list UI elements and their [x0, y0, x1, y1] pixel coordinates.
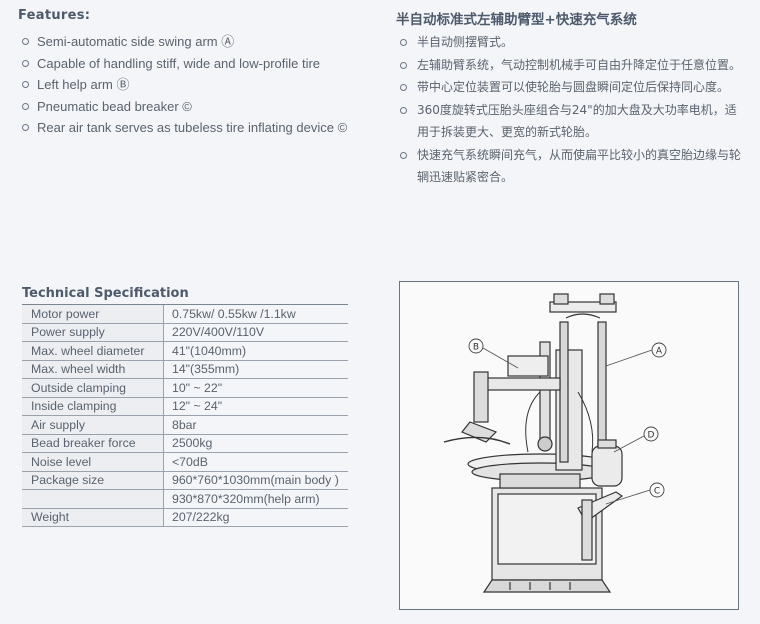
spec-value: 8bar [163, 415, 348, 435]
spec-key: Inside clamping [22, 397, 164, 416]
list-item: Capable of handling stiff, wide and low-… [22, 53, 347, 75]
list-item: 左辅助臂系统，气动控制机械手可自由升降定位于任意位置。 [400, 54, 745, 77]
spec-key: Power supply [22, 323, 164, 342]
features-title: Features: [18, 8, 91, 23]
bullet-icon [22, 81, 29, 89]
spec-value: 2500kg [163, 434, 348, 453]
callout-d-label: D [648, 431, 655, 441]
table-row: Noise level<70dB [22, 452, 348, 472]
spec-value: 220V/400V/110V [163, 323, 348, 342]
spec-key: Max. wheel width [22, 360, 164, 379]
cn-feature-text: 半自动侧摆臂式。 [417, 35, 514, 49]
cn-features-title: 半自动标准式左辅助臂型+快速充气系统 [396, 12, 637, 28]
bullet-icon [22, 59, 29, 67]
features-list: Semi-automatic side swing arm Ⓐ Capable … [22, 31, 347, 139]
spec-key: Package size [22, 471, 164, 490]
cn-feature-text: 带中心定位装置可以使轮胎与圆盘瞬间定位后保持同心度。 [417, 80, 730, 94]
spec-key: Noise level [22, 452, 164, 472]
cn-feature-text: 快速充气系统瞬间充气，从而使扁平比较小的真空胎边缘与轮辋迅速贴紧密合。 [417, 147, 742, 185]
list-item: 半自动侧摆臂式。 [400, 31, 745, 54]
tire-changer-drawing: B A D C [443, 293, 667, 593]
spec-key: Motor power [22, 305, 164, 324]
spec-key: Outside clamping [22, 378, 164, 398]
list-item: 带中心定位装置可以使轮胎与圆盘瞬间定位后保持同心度。 [400, 76, 745, 99]
feature-text: Semi-automatic side swing arm Ⓐ [37, 34, 235, 49]
spec-value: 0.75kw/ 0.55kw /1.1kw [163, 305, 348, 324]
spec-value: 10" ~ 22" [163, 378, 348, 398]
feature-text: Rear air tank serves as tubeless tire in… [37, 120, 348, 136]
spec-value: 960*760*1030mm(main body ) [163, 471, 348, 490]
cn-feature-text: 360度旋转式压胎头座组合与24"的加大盘及大功率电机，适用于拆装更大、更宽的新… [417, 102, 737, 140]
spec-value: 41"(1040mm) [163, 341, 348, 361]
callout-a-label: A [656, 347, 663, 357]
spec-value: <70dB [163, 452, 348, 472]
tire-changer-diagram: B A D C [399, 281, 739, 610]
table-row: 930*870*320mm(help arm) [22, 489, 348, 509]
cn-features-list: 半自动侧摆臂式。 左辅助臂系统，气动控制机械手可自由升降定位于任意位置。 带中心… [400, 31, 745, 189]
spec-value: 14"(355mm) [163, 360, 348, 379]
spec-value: 12" ~ 24" [163, 397, 348, 416]
list-item: 快速充气系统瞬间充气，从而使扁平比较小的真空胎边缘与轮辋迅速贴紧密合。 [400, 144, 745, 189]
spec-key: Bead breaker force [22, 434, 164, 453]
list-item: Rear air tank serves as tubeless tire in… [22, 117, 347, 139]
bullet-icon [22, 102, 29, 110]
spec-key [22, 489, 164, 509]
spec-key: Max. wheel diameter [22, 341, 164, 361]
bullet-icon [400, 151, 407, 159]
list-item: Pneumatic bead breaker © [22, 96, 347, 118]
spec-key: Weight [22, 508, 164, 527]
bullet-icon [400, 106, 407, 114]
list-item: Semi-automatic side swing arm Ⓐ [22, 31, 347, 53]
bullet-icon [400, 39, 407, 46]
spec-title: Technical Specification [22, 286, 189, 301]
bullet-icon [400, 61, 407, 69]
spec-key: Air supply [22, 415, 164, 435]
callout-c-label: C [654, 487, 660, 497]
list-item: Left help arm Ⓑ [22, 74, 347, 96]
callout-b-label: B [473, 343, 479, 353]
feature-text: Pneumatic bead breaker © [37, 98, 192, 114]
bullet-icon [22, 38, 29, 46]
bullet-icon [22, 124, 29, 132]
spec-value: 930*870*320mm(help arm) [163, 489, 348, 509]
feature-text: Left help arm Ⓑ [37, 77, 130, 93]
list-item: 360度旋转式压胎头座组合与24"的加大盘及大功率电机，适用于拆装更大、更宽的新… [400, 99, 745, 144]
bullet-icon [400, 84, 407, 91]
feature-text: Capable of handling stiff, wide and low-… [37, 55, 321, 71]
cn-feature-text: 左辅助臂系统，气动控制机械手可自由升降定位于任意位置。 [417, 57, 742, 72]
spec-value: 207/222kg [163, 508, 348, 527]
